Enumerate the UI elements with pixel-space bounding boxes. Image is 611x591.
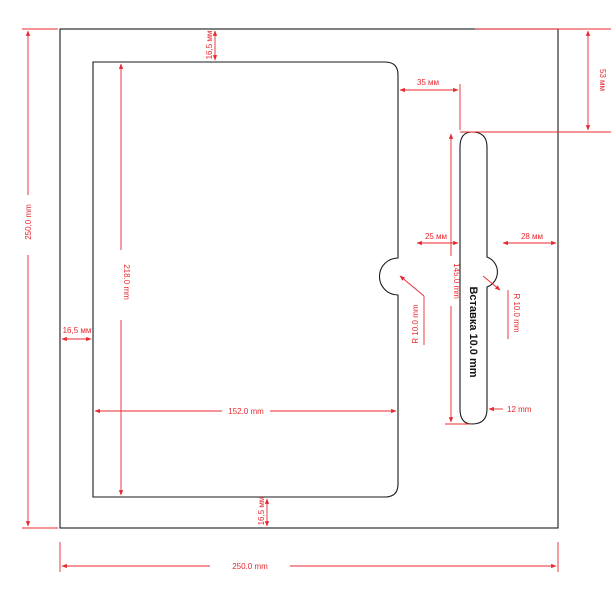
slot-width-label: 12 mm — [507, 405, 532, 414]
outer-board — [59, 28, 559, 529]
inner-width-label: 152.0 mm — [228, 407, 264, 416]
left-margin-label: 16,5 мм — [63, 326, 92, 335]
inner-height-label: 218.0 mm — [122, 264, 131, 300]
bottom-margin-label: 16,5 мм — [257, 497, 266, 526]
radius-right-label: R 10.0 mm — [512, 293, 521, 332]
inner-cutout — [92, 61, 399, 498]
right-offset-label: 53 мм — [598, 69, 607, 91]
gap-mid-label: 25 мм — [425, 232, 447, 241]
right-gap-label: 28 мм — [521, 232, 543, 241]
gap-top-label: 35 мм — [417, 78, 439, 87]
radius-left-leader — [399, 275, 425, 297]
outer-height-label: 250,0 mm — [24, 204, 33, 240]
radius-right-leader — [482, 275, 501, 291]
insert-slot — [459, 131, 498, 425]
radius-left-label: R 10.0 mm — [411, 304, 420, 343]
outer-width-label: 250.0 mm — [232, 562, 268, 571]
insert-label: Вставка 10.0 mm — [467, 286, 479, 377]
top-margin-label: 16,5 мм — [205, 31, 214, 60]
slot-height-label: 145.0 mm — [452, 263, 461, 299]
